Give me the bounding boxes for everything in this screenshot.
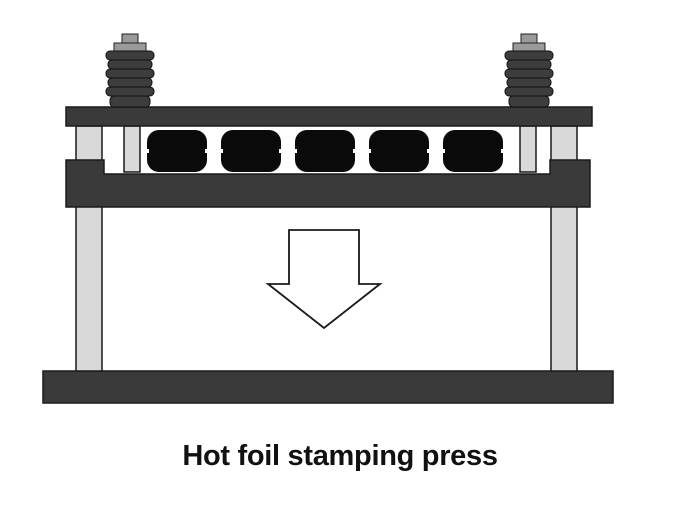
right-spring [504, 33, 554, 108]
left-inner-post [123, 125, 141, 173]
cushion-4 [369, 130, 429, 172]
cushion-2 [221, 130, 281, 172]
left-spring [105, 33, 155, 108]
press-diagram [42, 33, 614, 404]
moving-platen [65, 159, 591, 208]
cushion-5 [443, 130, 503, 172]
cushion-1 [147, 130, 207, 172]
diagram-caption: Hot foil stamping press [182, 440, 498, 472]
base-plate [42, 370, 614, 404]
cushion-3 [295, 130, 355, 172]
down-arrow-icon [265, 229, 383, 330]
cushion-row [145, 130, 505, 172]
right-inner-post [519, 125, 537, 173]
top-plate [65, 106, 593, 127]
